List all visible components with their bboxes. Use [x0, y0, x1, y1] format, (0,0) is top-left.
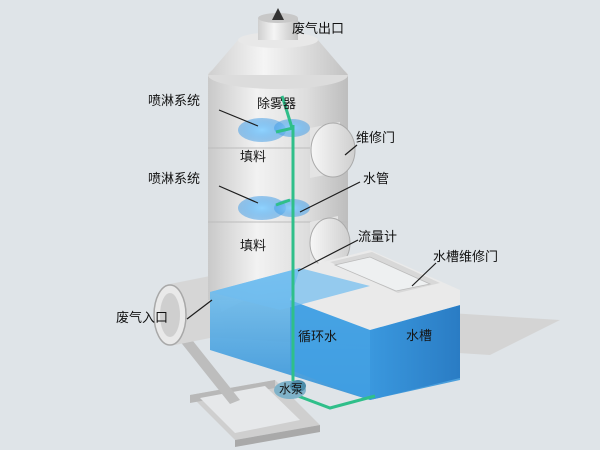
spray-system-upper-label: 喷淋系统 — [148, 94, 201, 109]
tank-maintenance-door-label: 水槽维修门 — [433, 250, 499, 265]
maintenance-door-label: 维修门 — [356, 131, 396, 146]
leader-lines — [186, 109, 437, 320]
exhaust-inlet-label: 废气入口 — [116, 311, 169, 326]
water-tank-label: 水槽 — [406, 329, 433, 344]
circulating-water-label: 循环水 — [298, 330, 338, 345]
water-pump-label: 水泵 — [279, 382, 304, 396]
water-tank — [210, 250, 460, 400]
exhaust-outlet-label: 废气出口 — [292, 22, 345, 37]
spray-system-lower-label: 喷淋系统 — [148, 172, 201, 187]
flow-meter-label: 流量计 — [358, 230, 398, 245]
packing-upper-label: 填料 — [240, 150, 267, 165]
water-pump-graphic — [274, 380, 306, 399]
packing-lower-label: 填料 — [240, 239, 267, 254]
water-pipe-label: 水管 — [363, 172, 390, 187]
maintenance-doors — [309, 122, 356, 269]
demister-label: 除雾器 — [257, 97, 297, 112]
